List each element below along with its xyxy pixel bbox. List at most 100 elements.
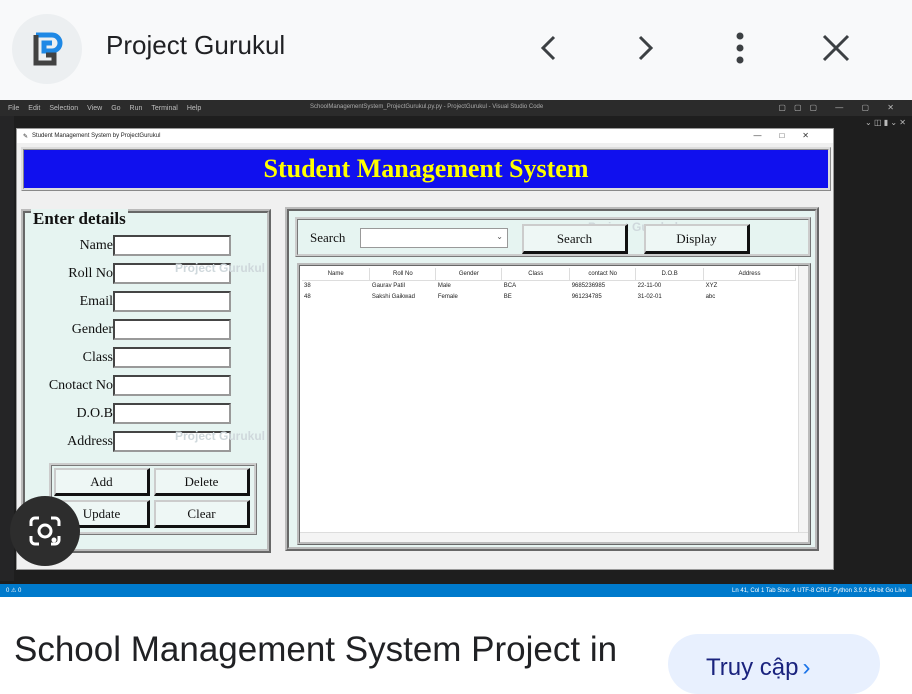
table-cell: Male xyxy=(437,282,451,289)
visit-button[interactable]: Truy cập› xyxy=(668,634,880,694)
more-vert-icon xyxy=(736,32,744,64)
column-header[interactable]: Gender xyxy=(435,268,503,281)
field-roll-no: Roll No xyxy=(25,263,265,285)
more-options-button[interactable] xyxy=(720,26,760,70)
contact-no-input[interactable] xyxy=(113,375,231,396)
search-bar: Search ⌄ Project Gurukul Search Display xyxy=(295,217,811,257)
table-cell: 48 xyxy=(304,293,311,300)
address-input[interactable] xyxy=(113,431,231,452)
field-label: Roll No xyxy=(68,266,113,281)
menu-item[interactable]: Run xyxy=(129,104,143,112)
vscode-window-controls[interactable]: ▢▢▢ — ▢ ✕ xyxy=(778,103,902,112)
table-cell: 31-02-01 xyxy=(637,293,662,300)
add-button[interactable]: Add xyxy=(54,468,150,496)
menu-item[interactable]: Help xyxy=(186,104,202,112)
gender-input[interactable] xyxy=(113,319,231,340)
field-dob: D.O.B xyxy=(25,403,265,425)
table-row[interactable]: 38 Gaurav Patil Male BCA 9685236985 22-1… xyxy=(302,280,796,291)
menu-item[interactable]: Go xyxy=(111,104,121,112)
tk-titlebar: ✎ Student Management System by ProjectGu… xyxy=(17,129,833,143)
screenshot-image: File Edit Selection View Go Run Terminal… xyxy=(0,100,912,597)
field-label: Email xyxy=(79,294,113,309)
table-cell: 961234785 xyxy=(571,293,602,300)
field-label: Gender xyxy=(71,322,113,337)
email-input[interactable] xyxy=(113,291,231,312)
search-button[interactable]: Search xyxy=(522,224,628,254)
table-cell: Female xyxy=(437,293,458,300)
column-header[interactable]: contact No xyxy=(569,268,637,281)
lens-button[interactable] xyxy=(10,496,80,566)
field-label: Class xyxy=(82,350,113,365)
table-cell: Sakshi Gaikwad xyxy=(371,293,415,300)
menu-item[interactable]: View xyxy=(87,104,103,112)
chevron-right-icon: › xyxy=(802,654,811,681)
table-row[interactable]: 48 Sakshi Gaikwad Female BE 961234785 31… xyxy=(302,291,796,302)
column-header[interactable]: Class xyxy=(501,268,571,281)
table-cell: XYZ xyxy=(705,282,718,289)
result-caption: School Management System Project in xyxy=(14,630,618,669)
chevron-down-icon[interactable]: ⌄ xyxy=(496,232,503,241)
vertical-scrollbar[interactable] xyxy=(798,266,808,542)
horizontal-scrollbar[interactable] xyxy=(300,532,808,542)
field-label: Name xyxy=(79,238,113,253)
table-cell: abc xyxy=(705,293,716,300)
delete-button[interactable]: Delete xyxy=(154,468,250,496)
name-input[interactable] xyxy=(113,235,231,256)
table-cell: 9685236985 xyxy=(571,282,606,289)
menu-item[interactable]: Terminal xyxy=(151,104,178,112)
forward-button[interactable] xyxy=(626,26,666,70)
top-bar: Project Gurukul xyxy=(0,0,912,100)
dob-input[interactable] xyxy=(113,403,231,424)
table-cell: 38 xyxy=(304,282,311,289)
details-legend: Enter details xyxy=(31,209,128,229)
status-problems[interactable]: 0 ⚠ 0 xyxy=(6,588,22,594)
back-button[interactable] xyxy=(528,26,568,70)
feather-icon: ✎ xyxy=(23,133,29,140)
visit-button-label: Truy cập xyxy=(706,654,799,681)
records-table[interactable]: Name Roll No Gender Class contact No D.O… xyxy=(297,263,811,545)
vscode-menu-bar: File Edit Selection View Go Run Terminal… xyxy=(0,100,912,116)
status-info[interactable]: Ln 41, Col 1 Tab Size: 4 UTF-8 CRLF Pyth… xyxy=(732,587,906,594)
details-panel: Enter details Name Roll No Email Gender … xyxy=(21,209,271,553)
chevron-right-icon xyxy=(638,35,654,61)
chevron-left-icon xyxy=(540,35,556,61)
site-logo[interactable] xyxy=(12,14,82,84)
search-combobox[interactable]: ⌄ xyxy=(360,228,508,248)
menu-item[interactable]: Selection xyxy=(49,104,79,112)
close-button[interactable] xyxy=(816,26,856,70)
vscode-activity-bar xyxy=(0,116,14,581)
field-contact-no: Cnotact No xyxy=(25,375,265,397)
table-cell: BCA xyxy=(503,282,517,289)
table-cell: Gaurav Patil xyxy=(371,282,405,289)
tk-window-title: Student Management System by ProjectGuru… xyxy=(32,133,161,139)
column-header[interactable]: Name xyxy=(302,268,371,281)
app-banner-title: Student Management System xyxy=(21,147,831,191)
table-cell: BE xyxy=(503,293,512,300)
table-cell: 22-11-00 xyxy=(637,282,662,289)
field-email: Email xyxy=(25,291,265,313)
roll-no-input[interactable] xyxy=(113,263,231,284)
menu-item[interactable]: Edit xyxy=(28,104,41,112)
lens-camera-icon xyxy=(29,516,61,546)
column-header[interactable]: D.O.B xyxy=(635,268,705,281)
display-button[interactable]: Display xyxy=(644,224,750,254)
column-header[interactable]: Address xyxy=(703,268,796,281)
field-name: Name xyxy=(25,235,265,257)
field-label: Cnotact No xyxy=(48,378,113,393)
field-address: Address xyxy=(25,431,265,453)
search-label: Search xyxy=(310,230,346,245)
tk-app-window: ✎ Student Management System by ProjectGu… xyxy=(16,128,834,570)
vscode-editor-actions[interactable]: ⌄ ◫ ▮ ⌄ ✕ xyxy=(865,118,906,127)
project-gurukul-logo-icon xyxy=(33,32,63,66)
class-input[interactable] xyxy=(113,347,231,368)
close-icon xyxy=(822,34,850,62)
field-gender: Gender xyxy=(25,319,265,341)
tk-window-controls[interactable]: —□✕ xyxy=(753,131,827,140)
column-header[interactable]: Roll No xyxy=(369,268,437,281)
clear-button[interactable]: Clear xyxy=(154,500,250,528)
vscode-status-bar: 0 ⚠ 0 Ln 41, Col 1 Tab Size: 4 UTF-8 CRL… xyxy=(0,584,912,597)
table-header-row: Name Roll No Gender Class contact No D.O… xyxy=(302,268,796,281)
field-label: D.O.B xyxy=(76,406,113,421)
site-title: Project Gurukul xyxy=(106,30,286,60)
menu-item[interactable]: File xyxy=(8,104,20,112)
